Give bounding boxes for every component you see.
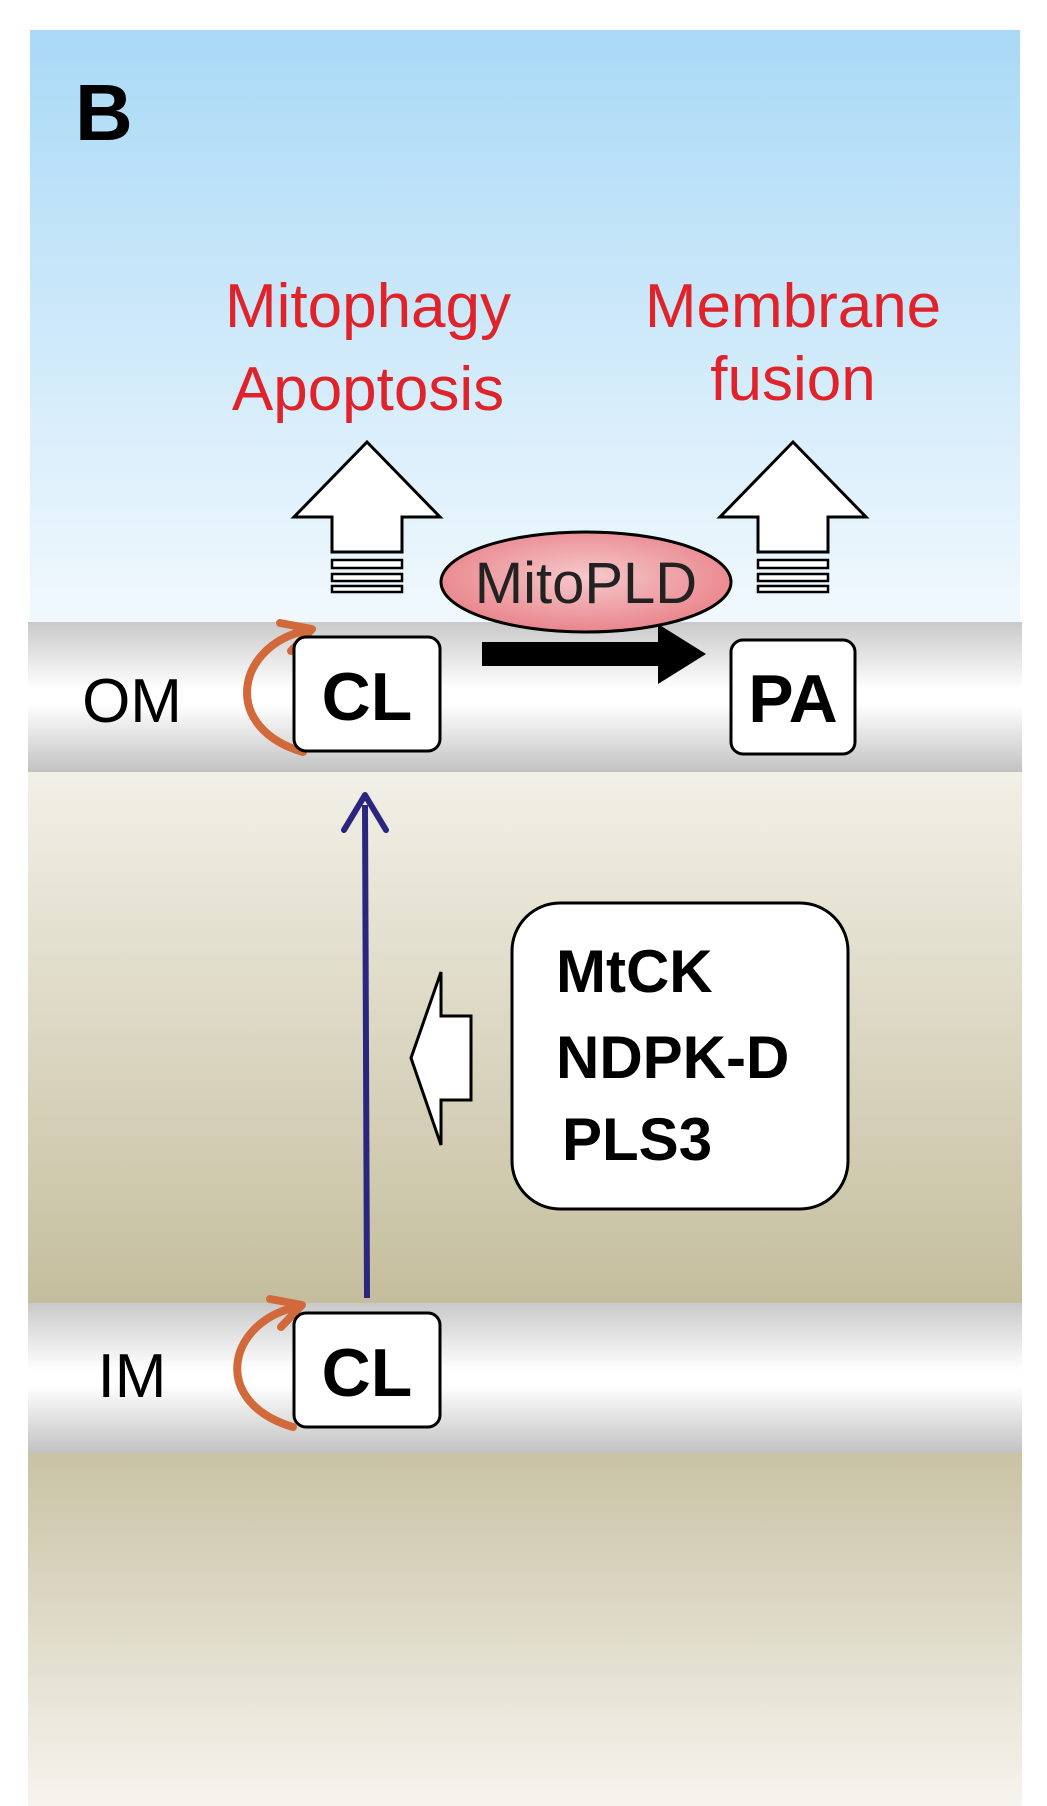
protein-pls3: PLS3 — [562, 1106, 712, 1173]
inner-membrane — [28, 1303, 1022, 1453]
phosphatidic-acid-box: PA — [729, 638, 857, 756]
outcome-apoptosis: Apoptosis — [232, 355, 504, 424]
pa-label: PA — [748, 661, 837, 737]
matrix-region — [28, 1450, 1022, 1806]
im-cl-label: CL — [322, 1335, 413, 1411]
mitopld-label: MitoPLD — [475, 551, 697, 616]
outcome-membrane: Membrane — [645, 272, 941, 341]
left-block-up-arrow — [290, 439, 444, 594]
mitopld-enzyme: MitoPLD — [439, 530, 733, 634]
inner-membrane-label: IM — [98, 1342, 167, 1411]
protein-ndpk-d: NDPK-D — [556, 1024, 789, 1091]
cytosol-region — [30, 30, 1020, 630]
panel-label: B — [75, 68, 133, 157]
outer-membrane-label: OM — [82, 667, 182, 736]
im-flip-arrow — [233, 1295, 306, 1431]
om-cl-label: CL — [322, 659, 413, 735]
block-left-arrow — [409, 971, 473, 1146]
protein-mtck: MtCK — [556, 938, 713, 1005]
transfer-proteins-box: MtCK NDPK-D PLS3 — [510, 901, 850, 1211]
im-cardiolipin-box: CL — [292, 1311, 442, 1429]
conversion-arrow — [482, 624, 706, 684]
outcome-mitophagy: Mitophagy — [225, 272, 511, 341]
outcome-fusion: fusion — [710, 345, 875, 414]
om-cardiolipin-box: CL — [292, 635, 442, 753]
transfer-arrow — [341, 792, 389, 1299]
right-block-up-arrow — [716, 439, 870, 594]
